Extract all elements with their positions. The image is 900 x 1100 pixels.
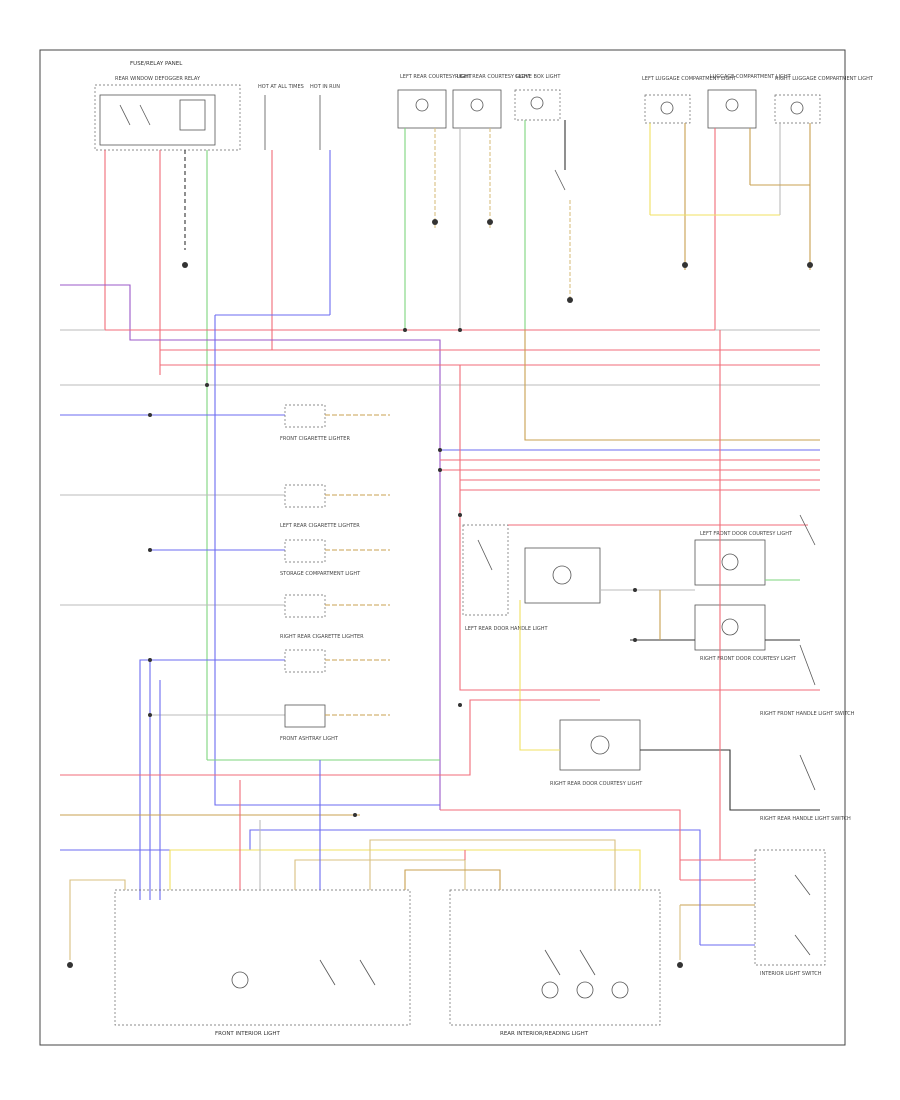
diagram-border	[39, 49, 846, 1046]
left-front-door-label: LEFT FRONT DOOR COURTESY LIGHT	[700, 531, 793, 537]
left-rear-lighter-label: LEFT REAR CIGARETTE LIGHTER	[280, 523, 360, 529]
glove-box-light: GLOVE BOX LIGHT	[514, 74, 566, 191]
left-trunk-wires	[139, 314, 440, 900]
bottom-vertical-wires	[69, 760, 681, 960]
ground-symbols	[67, 219, 813, 968]
hot-at-all-times-label: HOT AT ALL TIMES	[258, 84, 304, 90]
right-center-door-lights: LEFT REAR DOOR HANDLE LIGHT LEFT FRONT D…	[462, 514, 855, 822]
left-side-lights: FRONT CIGARETTE LIGHTER LEFT REAR CIGARE…	[60, 404, 390, 742]
fuse-relay-panel-label: FUSE/RELAY PANEL	[130, 61, 183, 67]
hot-in-run: HOT IN RUN	[310, 84, 340, 150]
right-rear-door-label: RIGHT REAR DOOR COURTESY LIGHT	[550, 781, 643, 787]
left-rear-courtesy-label: LEFT REAR COURTESY LIGHT	[400, 74, 473, 80]
interior-light-switch: INTERIOR LIGHT SWITCH	[680, 849, 826, 977]
glove-box-label: GLOVE BOX LIGHT	[515, 74, 561, 80]
right-rear-courtesy-light: RIGHT REAR COURTESY LIGHT	[452, 74, 531, 129]
junction-dots	[148, 328, 637, 817]
front-interior-light-label: FRONT INTERIOR LIGHT	[215, 1031, 281, 1037]
front-ashtray-label: FRONT ASHTRAY LIGHT	[280, 736, 339, 742]
hot-in-run-label: HOT IN RUN	[310, 84, 340, 90]
left-rear-courtesy-light: LEFT REAR COURTESY LIGHT	[397, 74, 473, 129]
luggage-light: LUGGAGE COMPARTMENT LIGHT	[707, 74, 792, 129]
right-luggage-label: RIGHT LUGGAGE COMPARTMENT LIGHT	[775, 76, 874, 82]
left-rear-door-handle-label: LEFT REAR DOOR HANDLE LIGHT	[465, 626, 548, 632]
right-rear-handle-label: RIGHT REAR HANDLE LIGHT SWITCH	[760, 816, 851, 822]
right-front-door-label: RIGHT FRONT DOOR COURTESY LIGHT	[700, 656, 797, 662]
fuse-relay-panel: FUSE/RELAY PANEL REAR WINDOW DEFOGGER RE…	[94, 61, 241, 151]
front-interior-light: FRONT INTERIOR LIGHT	[114, 889, 411, 1037]
right-rear-courtesy-label: RIGHT REAR COURTESY LIGHT	[455, 74, 531, 80]
rear-interior-light: REAR INTERIOR/READING LIGHT	[449, 889, 661, 1037]
right-feed-wires	[60, 330, 721, 945]
left-luggage-label: LEFT LUGGAGE COMPARTMENT LIGHT	[642, 76, 737, 82]
front-cigarette-label: FRONT CIGARETTE LIGHTER	[280, 436, 350, 442]
interior-light-sw-label: INTERIOR LIGHT SWITCH	[760, 971, 822, 977]
right-rear-lighter-label: RIGHT REAR CIGARETTE LIGHTER	[280, 634, 364, 640]
top-vertical-wires	[104, 120, 811, 760]
defogger-relay-label: REAR WINDOW DEFOGGER RELAY	[115, 76, 201, 82]
luggage-label: LUGGAGE COMPARTMENT LIGHT	[710, 74, 792, 80]
storage-compartment-label: STORAGE COMPARTMENT LIGHT	[280, 571, 361, 577]
horizontal-bus-wires	[60, 284, 820, 810]
left-luggage-light: LEFT LUGGAGE COMPARTMENT LIGHT	[642, 76, 737, 124]
hot-at-all-times: HOT AT ALL TIMES	[258, 84, 304, 150]
right-front-handle-label: RIGHT FRONT HANDLE LIGHT SWITCH	[760, 711, 855, 717]
right-luggage-light: RIGHT LUGGAGE COMPARTMENT LIGHT	[774, 76, 874, 124]
rear-interior-light-label: REAR INTERIOR/READING LIGHT	[500, 1031, 589, 1037]
